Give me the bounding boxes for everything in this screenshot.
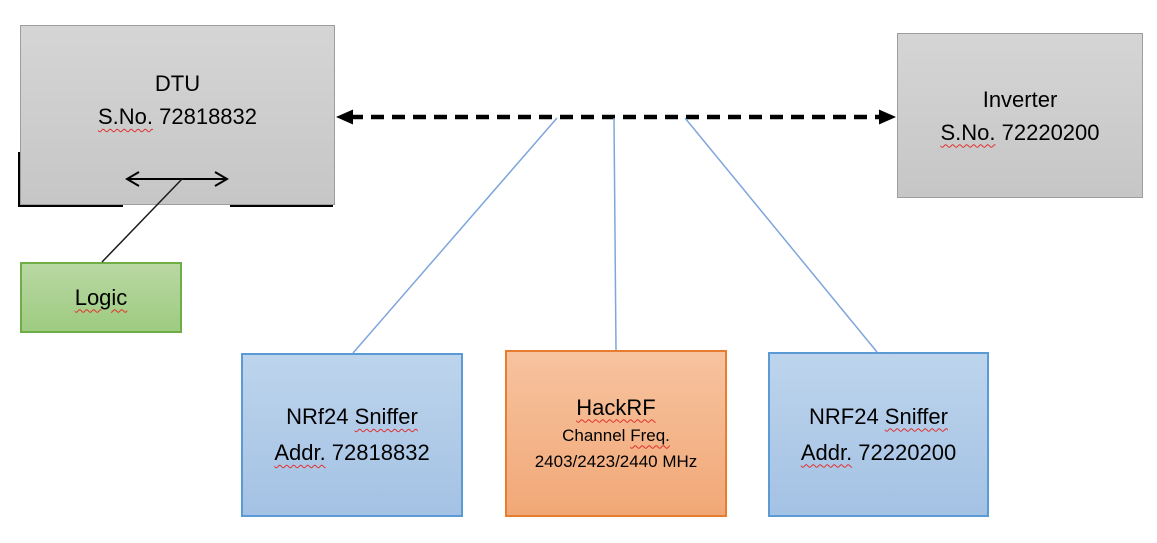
hackrf-freq-mark: Freq.: [630, 425, 670, 445]
nrf24-sniffer-right-box: NRF24 Sniffer Addr. 72220200: [768, 352, 989, 517]
sniffer-right-name-pre: NRF24: [809, 403, 885, 429]
sniffer-left-connector-line: [352, 117, 558, 354]
inverter-serial: S.No. 72220200: [940, 116, 1099, 149]
logic-box: Logic: [20, 262, 182, 333]
inverter-serial-label: S.No.: [940, 119, 996, 145]
dtu-serial-number: 72818832: [153, 104, 258, 129]
inverter-box: Inverter S.No. 72220200: [897, 33, 1143, 198]
inverter-title: Inverter: [982, 86, 1058, 112]
dtu-box: DTU S.No. 72818832: [20, 25, 335, 205]
sniffer-right-addr-label: Addr.: [800, 439, 853, 465]
sniffer-right-name: NRF24 Sniffer: [809, 399, 948, 435]
sniffer-right-name-mark: Sniffer: [884, 403, 948, 429]
sniffer-left-name-pre: NRf24: [286, 404, 355, 429]
sniffer-left-addr: Addr. 72818832: [274, 435, 429, 471]
dtu-serial-label: S.No.: [97, 104, 154, 129]
sniffer-left-name: NRf24 Sniffer: [286, 399, 418, 435]
dtu-title: DTU: [154, 71, 201, 96]
hackrf-box: HackRF Channel Freq. 2403/2423/2440 MHz: [505, 350, 727, 517]
sniffer-right-addr-number: 72220200: [852, 439, 957, 465]
hackrf-freq-label: Channel Freq.: [562, 423, 670, 449]
inverter-serial-number: 72220200: [995, 119, 1100, 145]
hackrf-connector-line: [613, 117, 617, 351]
sniffer-right-connector-line: [684, 117, 878, 353]
hackrf-title: HackRF: [576, 394, 656, 420]
hackrf-freq-pre: Channel: [562, 425, 631, 445]
sniffer-right-addr: Addr. 72220200: [801, 435, 956, 471]
dtu-serial: S.No. 72818832: [98, 100, 257, 133]
sniffer-left-addr-number: 72818832: [325, 440, 430, 465]
hackrf-channels: 2403/2423/2440 MHz: [534, 451, 698, 471]
sniffer-left-addr-label: Addr.: [274, 440, 326, 465]
sniffer-left-name-mark: Sniffer: [354, 404, 418, 429]
nrf24-sniffer-left-box: NRf24 Sniffer Addr. 72818832: [241, 353, 463, 517]
logic-label: Logic: [74, 284, 128, 310]
wireless-link-arrow: [336, 109, 896, 125]
